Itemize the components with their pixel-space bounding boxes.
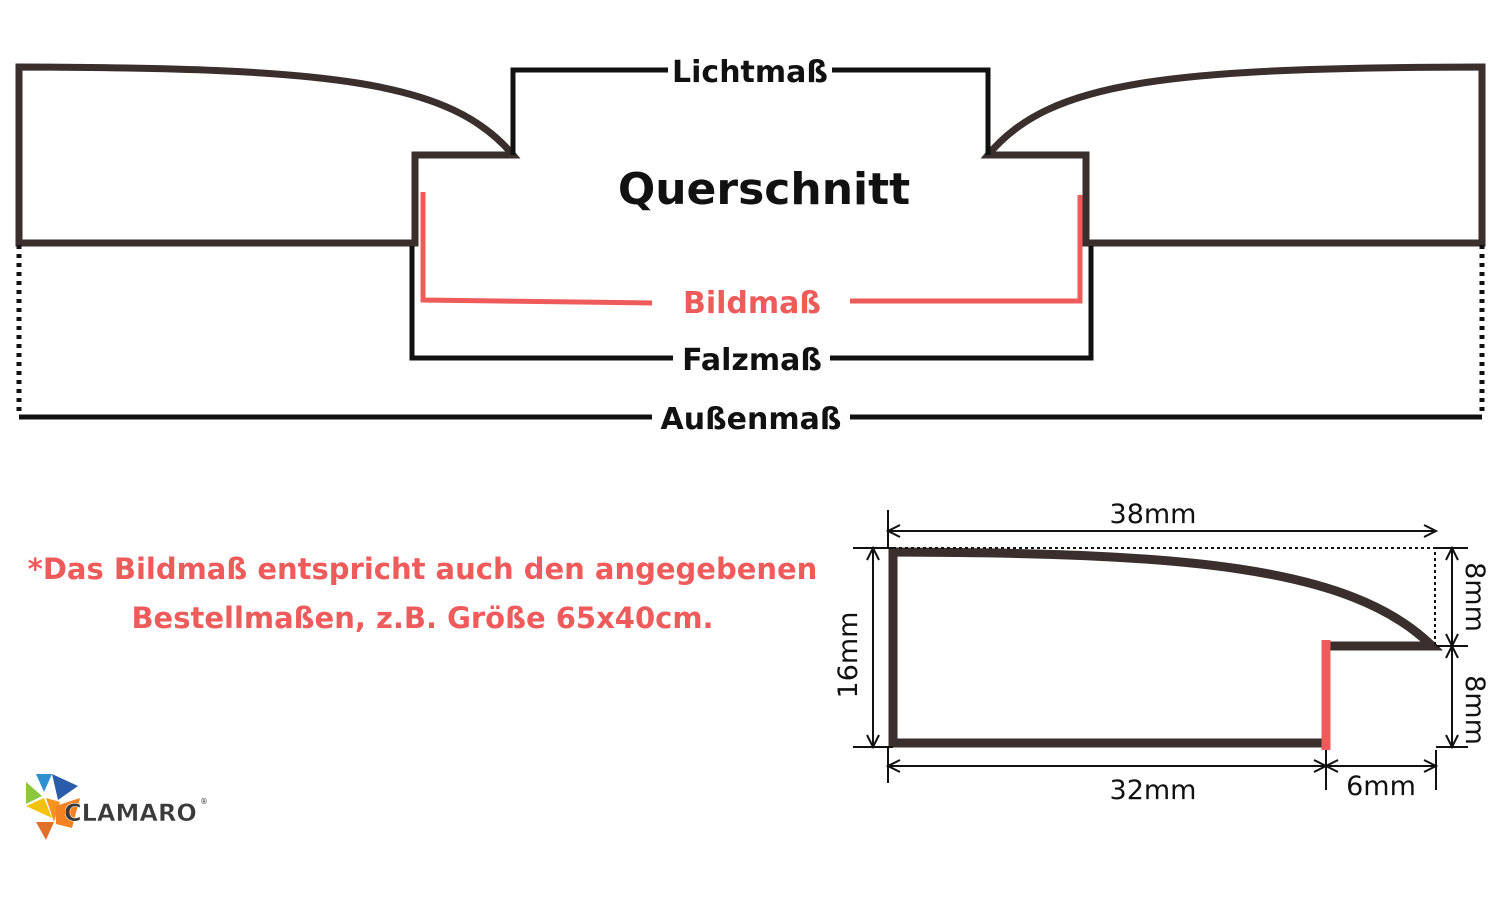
falzmass-bracket [409, 246, 1094, 361]
falzmass-label: Falzmaß [682, 343, 822, 378]
dim-32-label: 32mm [1110, 775, 1197, 806]
diagram-title: Querschnitt [618, 164, 910, 215]
dim-38-label: 38mm [1110, 499, 1197, 530]
aussenmass-label: Außenmaß [661, 402, 842, 437]
dim-8-lower-label: 8mm [1459, 675, 1490, 745]
dim-bottom-ext [887, 747, 1437, 790]
note-line-2: Bestellmaßen, z.B. Größe 65x40cm. [131, 601, 714, 635]
clamaro-logo: CLAMARO ® [26, 774, 208, 840]
dim-16-label: 16mm [833, 612, 864, 699]
right-frame-profile [980, 63, 1486, 247]
bildmass-label: Bildmaß [683, 286, 821, 321]
profile-dotted-guides [893, 547, 1436, 646]
lichtmass-bracket [510, 67, 991, 155]
brand-registered-mark: ® [200, 797, 208, 806]
lichtmass-label: Lichtmaß [672, 55, 828, 90]
profile-detail-outline [888, 547, 1443, 748]
bildmass-bracket [420, 192, 1083, 306]
dim-16-ext [853, 547, 893, 748]
logo-mark-icon [26, 774, 80, 840]
dim-8-upper-label: 8mm [1459, 562, 1490, 632]
bildmass-note: *Das Bildmaß entspricht auch den angegeb… [0, 545, 845, 643]
left-frame-profile [15, 63, 521, 247]
dim-6-label: 6mm [1346, 771, 1416, 802]
brand-name: CLAMARO [64, 799, 197, 827]
note-line-1: *Das Bildmaß entspricht auch den angegeb… [27, 552, 818, 586]
